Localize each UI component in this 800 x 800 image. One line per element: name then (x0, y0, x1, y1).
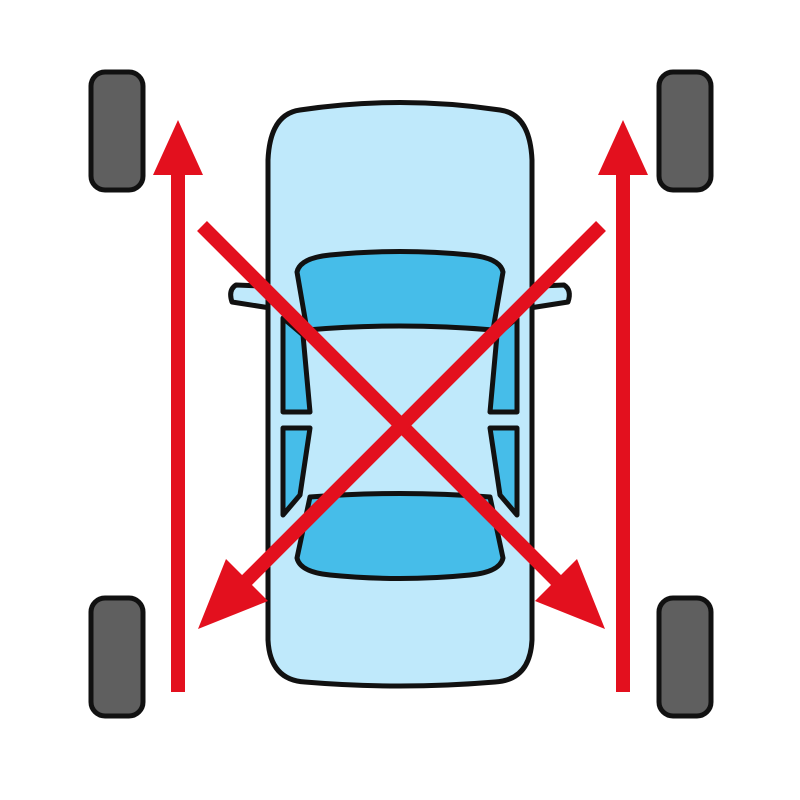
rotation-arrows (153, 120, 648, 692)
arrow-front-left-to-rear-right (197, 221, 605, 629)
tire-rear-right (656, 595, 714, 719)
tire-front-right (656, 69, 714, 193)
arrow-right-straight (598, 120, 648, 692)
rear-window (294, 491, 506, 581)
tire-front-left (88, 69, 146, 193)
arrow-front-right-to-rear-left (198, 221, 606, 629)
right-rear-window (487, 425, 520, 518)
car-top-view-icon (228, 100, 572, 689)
windshield (294, 249, 506, 333)
tire-rear-left (88, 595, 146, 719)
arrow-left-straight (153, 120, 203, 692)
left-rear-window (280, 425, 313, 518)
tires (88, 69, 714, 719)
